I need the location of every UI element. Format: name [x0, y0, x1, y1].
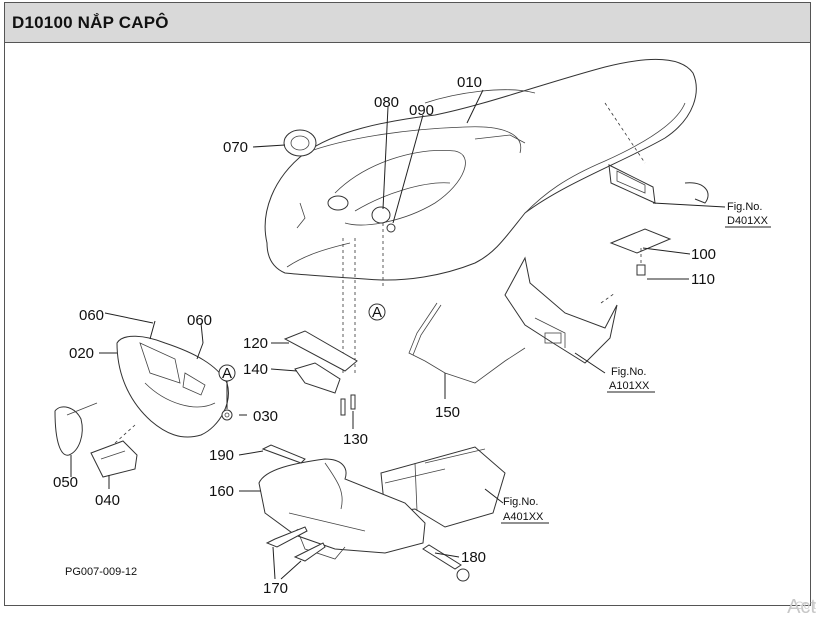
- screw-part-060[interactable]: [149, 320, 204, 360]
- svg-text:Fig.No.: Fig.No.: [727, 201, 762, 213]
- fig-ref-a101[interactable]: Fig.No. A101XX: [607, 366, 655, 393]
- headlight-part-050[interactable]: [54, 402, 98, 456]
- diagram-frame: D10100 NẮP CAPÔ: [4, 2, 811, 606]
- plate-part-140[interactable]: [294, 362, 341, 394]
- bracket-part-a101[interactable]: [504, 256, 618, 364]
- bolt-part-130[interactable]: [340, 394, 356, 416]
- callout-080[interactable]: 080: [374, 94, 399, 111]
- callout-140[interactable]: 140: [243, 361, 268, 378]
- callout-090[interactable]: 090: [409, 102, 434, 119]
- callout-060-right[interactable]: 060: [187, 312, 212, 329]
- nut-part-030[interactable]: [221, 409, 233, 421]
- callout-180[interactable]: 180: [461, 549, 486, 566]
- callout-070[interactable]: 070: [223, 139, 248, 156]
- title-bar: D10100 NẮP CAPÔ: [5, 3, 810, 43]
- diagram-code: PG007-009-12: [65, 566, 137, 578]
- hood-part-010[interactable]: [264, 59, 697, 281]
- watermark-subtext: Go t: [795, 600, 816, 612]
- marker-a-1: A: [368, 303, 386, 321]
- callout-120[interactable]: 120: [243, 335, 268, 352]
- callout-130[interactable]: 130: [343, 431, 368, 448]
- screw-part-080-090[interactable]: [371, 206, 396, 288]
- svg-text:Fig.No.: Fig.No.: [611, 366, 646, 378]
- callout-110[interactable]: 110: [691, 271, 715, 288]
- cap-part-070[interactable]: [283, 129, 349, 211]
- callout-100[interactable]: 100: [691, 246, 716, 263]
- bracket-part-100[interactable]: [604, 102, 709, 276]
- leader-lines: [70, 89, 726, 580]
- callout-020[interactable]: 020: [69, 345, 94, 362]
- callout-050[interactable]: 050: [53, 474, 78, 491]
- bolt-part-180[interactable]: [422, 544, 470, 582]
- svg-text:D401XX: D401XX: [727, 215, 769, 227]
- svg-text:Fig.No.: Fig.No.: [503, 496, 538, 508]
- bolt-part-190[interactable]: [261, 444, 306, 464]
- callout-170[interactable]: 170: [263, 580, 288, 597]
- callout-030[interactable]: 030: [253, 408, 278, 425]
- svg-text:A: A: [372, 304, 382, 321]
- lamp-part-040[interactable]: [90, 424, 138, 478]
- rod-part-150[interactable]: [408, 302, 526, 384]
- callout-010[interactable]: 010: [457, 74, 482, 91]
- parts-diagram: A A 010 080 090 070 100 110 120 140 130 …: [53, 59, 771, 597]
- grille-part-020[interactable]: [116, 335, 229, 438]
- fig-ref-d401[interactable]: Fig.No. D401XX: [725, 201, 771, 228]
- page-title: D10100 NẮP CAPÔ: [12, 13, 169, 32]
- svg-text:A401XX: A401XX: [503, 511, 544, 523]
- bolt-part-170[interactable]: [265, 526, 326, 562]
- callout-040[interactable]: 040: [95, 492, 120, 509]
- plate-part-120[interactable]: [283, 330, 358, 372]
- callout-060-left[interactable]: 060: [79, 307, 104, 324]
- marker-a-2: A: [218, 364, 236, 409]
- svg-text:A101XX: A101XX: [609, 380, 650, 392]
- svg-text:A: A: [222, 365, 232, 382]
- fig-ref-a401[interactable]: Fig.No. A401XX: [501, 496, 549, 524]
- callout-190[interactable]: 190: [209, 447, 234, 464]
- callout-160[interactable]: 160: [209, 483, 234, 500]
- callout-150[interactable]: 150: [435, 404, 460, 421]
